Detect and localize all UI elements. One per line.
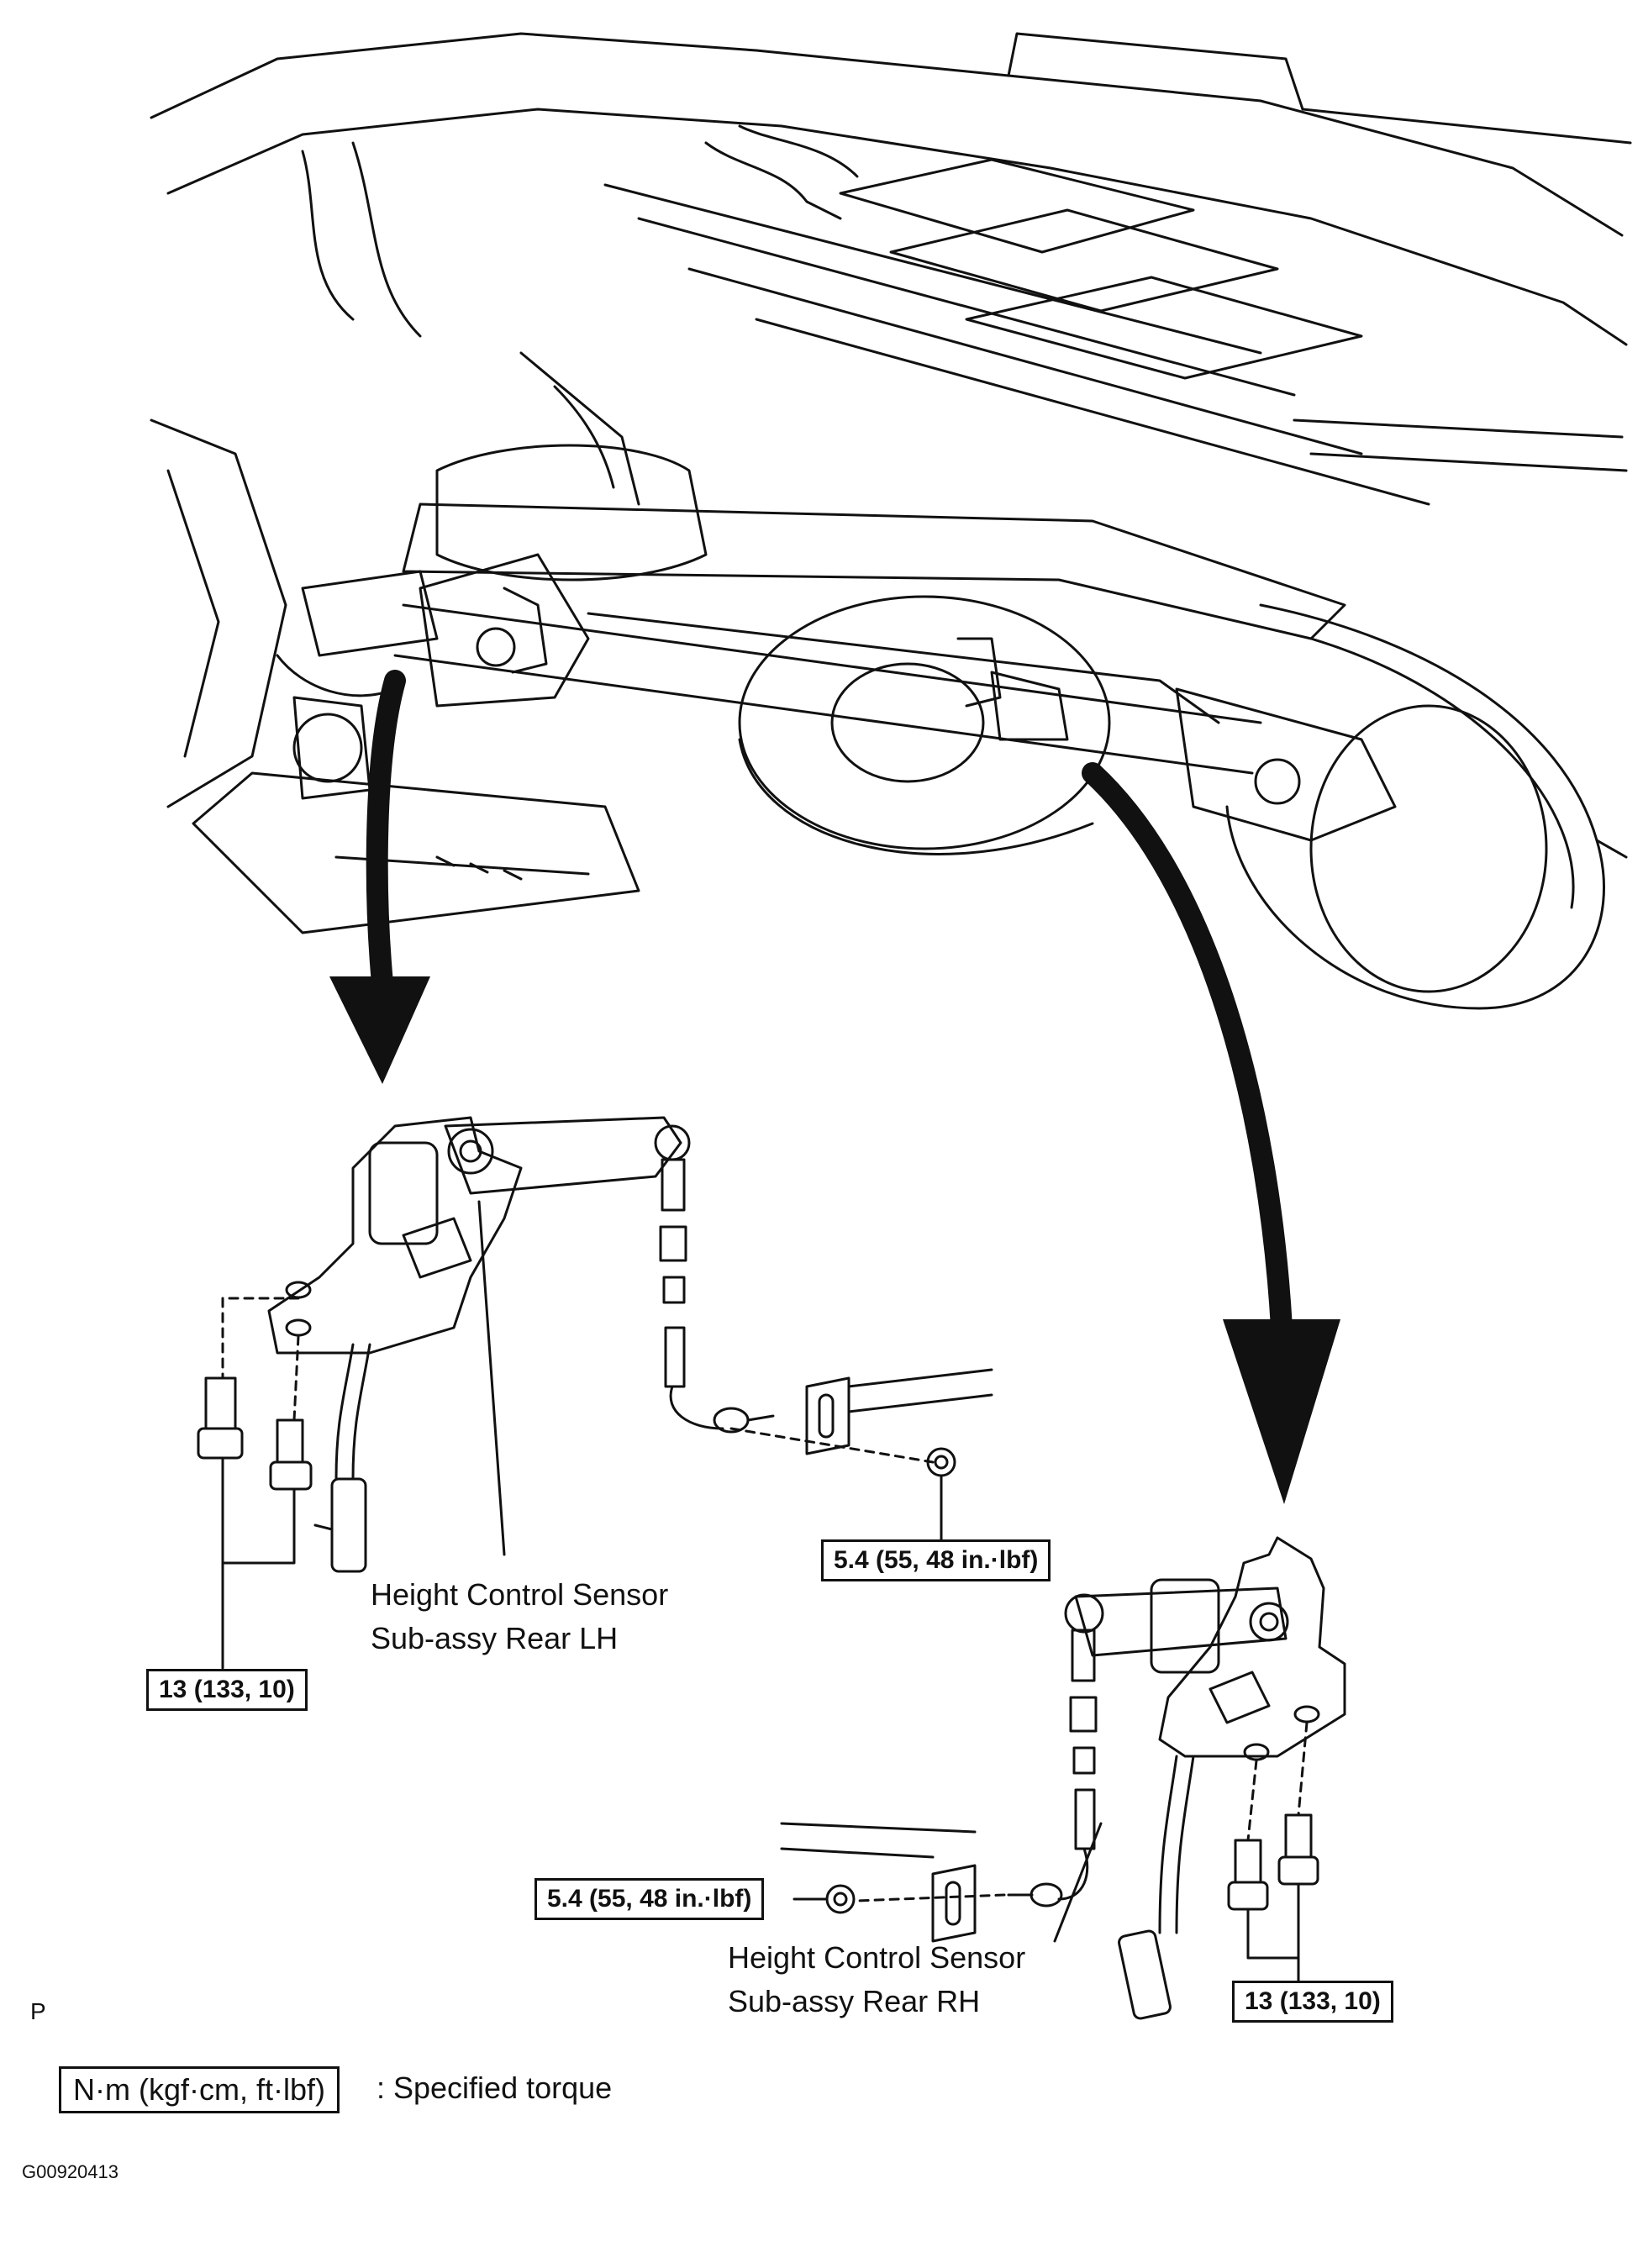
sensor-lh-label-line1: Height Control Sensor	[371, 1577, 669, 1612]
figure-code: G00920413	[22, 2161, 118, 2182]
sensor-rh-label-line2: Sub-assy Rear RH	[728, 1984, 981, 2018]
sensor-rh-label: Height Control Sensor Sub-assy Rear RH	[728, 1936, 1025, 2023]
vehicle-underbody-illustration	[150, 32, 1632, 1010]
marker-p: P	[30, 1998, 46, 2024]
sensor-lh-label: Height Control Sensor Sub-assy Rear LH	[371, 1573, 668, 1660]
callout-arrow-lh	[329, 670, 430, 1084]
torque-lh-bolts: 13 (133, 10)	[146, 1669, 308, 1711]
callout-arrow-rh	[1082, 762, 1340, 1504]
torque-rh-nut: 5.4 (55, 48 in.·lbf)	[535, 1878, 765, 1920]
torque-lh-nut: 5.4 (55, 48 in.·lbf)	[821, 1539, 1051, 1581]
torque-rh-bolts: 13 (133, 10)	[1232, 1981, 1393, 2023]
sensor-lh-label-line2: Sub-assy Rear LH	[371, 1621, 619, 1655]
legend-unit-box: N·m (kgf·cm, ft·lbf)	[59, 2066, 340, 2113]
sensor-rh-label-line1: Height Control Sensor	[728, 1940, 1026, 1975]
height-sensor-rh-illustration	[780, 1536, 1346, 2020]
height-sensor-lh-illustration	[197, 1116, 993, 1670]
legend-text: : Specified torque	[377, 2071, 613, 2105]
